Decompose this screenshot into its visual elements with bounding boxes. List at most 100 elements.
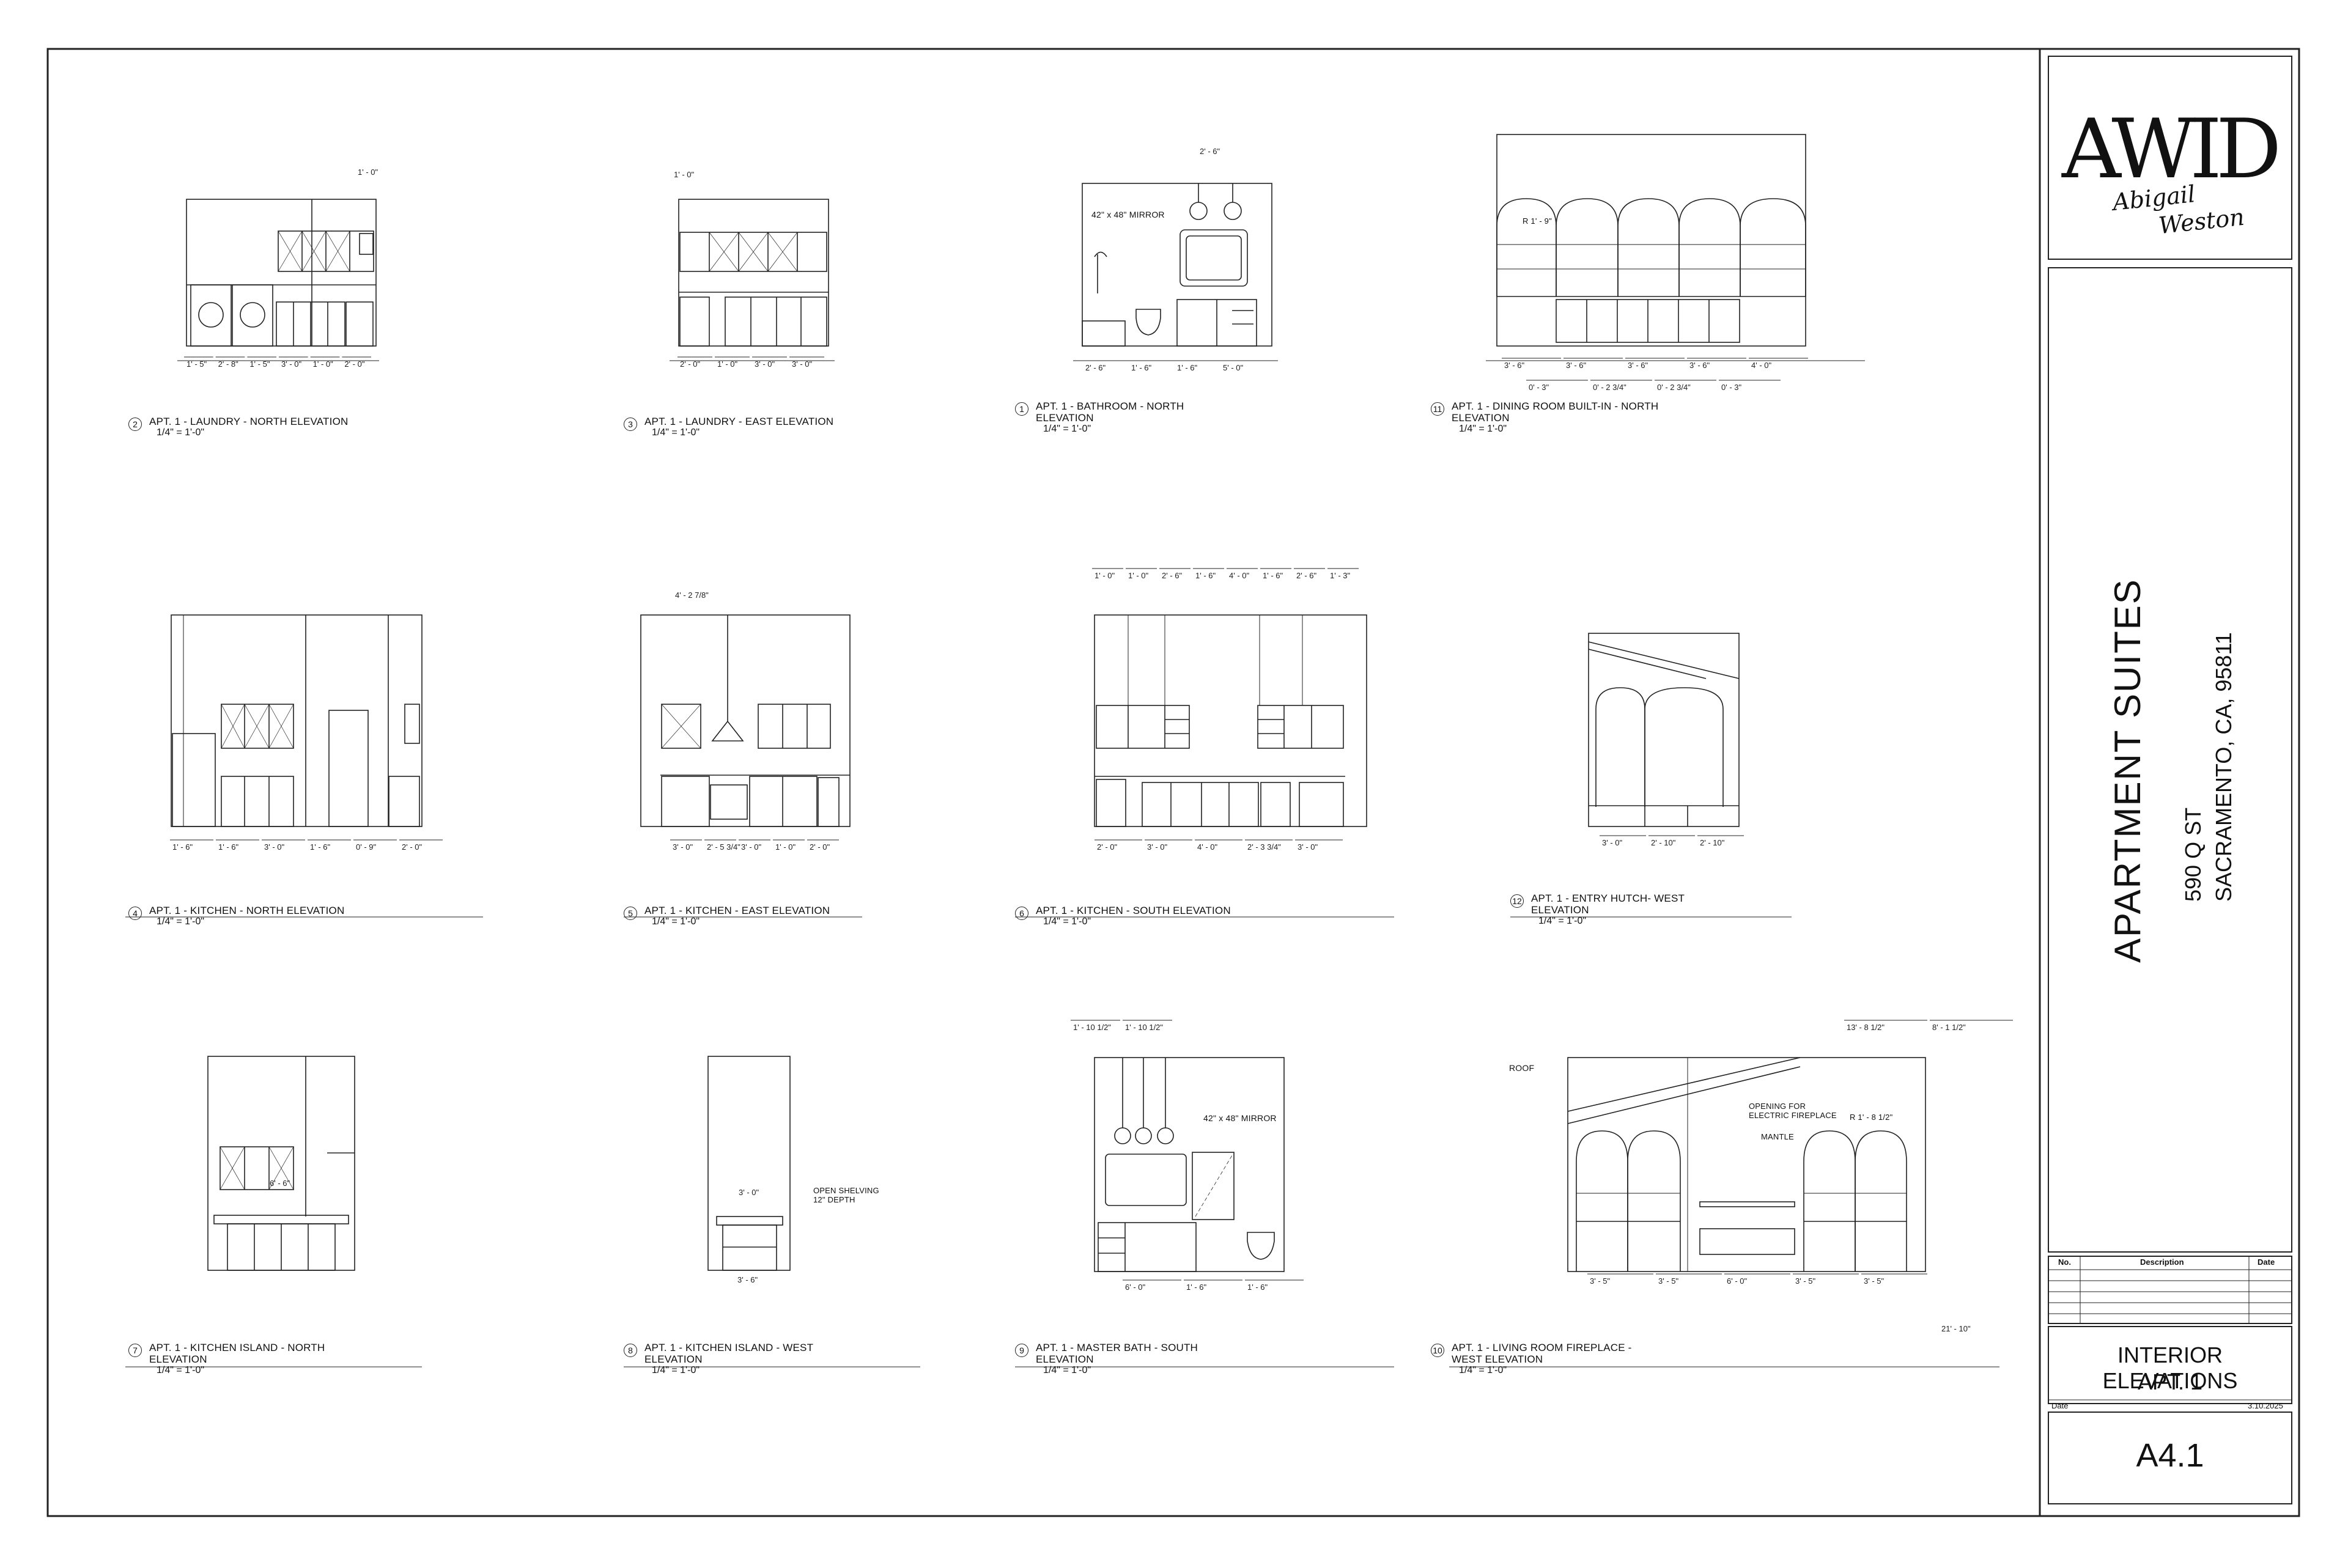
sheet-title: INTERIOR ELEVATIONS (2102, 1342, 2238, 1393)
dim: 3' - 5" (1795, 1276, 1815, 1286)
dim: 3' - 5" (1864, 1276, 1884, 1286)
drawing-number-badge: 3 (624, 418, 637, 431)
drawing-title: APT. 1 - MASTER BATH - SOUTH (1036, 1342, 1198, 1353)
dim: 21' - 10" (1941, 1324, 1971, 1333)
dim: 3' - 6" (1566, 361, 1586, 370)
dim: 5' - 0" (1223, 363, 1243, 372)
drawing-title-line2: WEST ELEVATION (1452, 1353, 1543, 1365)
dim: 3' - 0" (1298, 842, 1318, 852)
dim: 3' - 6" (1628, 361, 1648, 370)
annotation-opening: ELECTRIC FIREPLACE (1749, 1111, 1837, 1120)
drawing-number-badge: 4 (128, 907, 142, 920)
dim: 1' - 5" (186, 359, 207, 369)
dim: 3' - 0" (741, 842, 761, 852)
sheet-border (46, 48, 2300, 1517)
drawing-scale: 1/4" = 1'-0" (652, 1365, 700, 1375)
project-box (2048, 267, 2292, 1253)
dim: 2' - 6" (1085, 363, 1106, 372)
dim: 2' - 0" (810, 842, 830, 852)
elevation-master-bath (1015, 1057, 1394, 1367)
dim: 1' - 3" (1330, 571, 1350, 580)
drawing-number-badge: 11 (1431, 402, 1444, 416)
dim: 3' - 6" (737, 1275, 758, 1284)
drawing-title-line2: ELEVATION (1531, 904, 1589, 916)
dim: 3' - 0" (673, 842, 693, 852)
drawing-number-badge: 1 (1015, 402, 1028, 416)
date-value: 3.10.2025 (2248, 1401, 2283, 1410)
dim: 3' - 5" (1658, 1276, 1678, 1286)
elevation-kitchen-south (1015, 614, 1394, 918)
drawing-number-badge: 6 (1015, 907, 1028, 920)
dim: 1' - 0" (717, 359, 737, 369)
dim: 3' - 0" (264, 842, 284, 852)
elevation-dining-builtin (1486, 134, 1865, 361)
dim: 0' - 3" (1721, 383, 1741, 392)
annotation-mirror: 42" x 48" MIRROR (1203, 1113, 1277, 1123)
dim: 2' - 0" (1097, 842, 1117, 852)
elevation-laundry-east (670, 199, 835, 361)
drawing-number-badge: 9 (1015, 1344, 1028, 1357)
drawing-title: APT. 1 - LIVING ROOM FIREPLACE - (1452, 1342, 1632, 1353)
dim: 3' - 6" (1689, 361, 1710, 370)
dim: 1' - 5" (249, 359, 270, 369)
dim: 2' - 5 3/4" (707, 842, 740, 852)
drawing-scale: 1/4" = 1'-0" (652, 916, 700, 927)
dim: 3' - 0" (739, 1188, 759, 1197)
annotation-opening: OPENING FOR (1749, 1102, 1806, 1111)
revision-table (2048, 1256, 2292, 1324)
drawing-title-line2: ELEVATION (1036, 412, 1094, 424)
dim: 1' - 6" (1195, 571, 1216, 580)
dim: 1' - 6" (1177, 363, 1197, 372)
dim: 3' - 0" (1147, 842, 1167, 852)
dim: 3' - 0" (755, 359, 775, 369)
drawing-scale: 1/4" = 1'-0" (1043, 1365, 1091, 1375)
drawing-title: APT. 1 - DINING ROOM BUILT-IN - NORTH (1452, 400, 1659, 412)
dim: 2' - 10" (1700, 838, 1725, 847)
dim: 1' - 6" (1263, 571, 1283, 580)
project-address: 590 Q ST (2180, 807, 2206, 902)
dim: 8' - 1 1/2" (1932, 1023, 1966, 1032)
drawing-scale: 1/4" = 1'-0" (1459, 424, 1507, 434)
drawing-number-badge: 10 (1431, 1344, 1444, 1357)
dim: 3' - 5" (1590, 1276, 1610, 1286)
drawing-title-line2: ELEVATION (644, 1353, 703, 1365)
elevation-living-fireplace (1449, 1057, 1999, 1367)
dim: 0' - 2 3/4" (1593, 383, 1626, 392)
drawing-scale: 1/4" = 1'-0" (1043, 916, 1091, 927)
dim: 1' - 0" (775, 842, 796, 852)
drawing-number-badge: 7 (128, 1344, 142, 1357)
drawing-scale: 1/4" = 1'-0" (652, 427, 700, 438)
drawing-title: APT. 1 - KITCHEN - NORTH ELEVATION (149, 905, 345, 916)
drawing-number-badge: 12 (1510, 894, 1524, 908)
dimension-labels: 1' - 0" 1' - 0" 2' - 6" 4' - 2 7/8" 6' -… (270, 147, 1971, 1333)
dim: 6' - 0" (1125, 1283, 1145, 1292)
dim: 2' - 0" (402, 842, 422, 852)
annotation-open-shelving: OPEN SHELVING (813, 1186, 879, 1195)
dim: 0' - 3" (1529, 383, 1549, 392)
dim: 4' - 0" (1229, 571, 1249, 580)
drawing-scale: 1/4" = 1'-0" (157, 427, 205, 438)
dim: 3' - 6" (1504, 361, 1524, 370)
dim: 0' - 2 3/4" (1657, 383, 1691, 392)
elevation-kitchen-east (624, 614, 862, 918)
dim: 2' - 6" (1162, 571, 1182, 580)
dim: 2' - 6" (1296, 571, 1316, 580)
dim: 2' - 0" (344, 359, 364, 369)
drawing-title: APT. 1 - LAUNDRY - NORTH ELEVATION (149, 416, 349, 427)
firm-logo: AWID (2062, 101, 2281, 197)
dim: 13' - 8 1/2" (1847, 1023, 1885, 1032)
drawing-title: APT. 1 - ENTRY HUTCH- WEST (1531, 893, 1685, 904)
dim: 3' - 0" (1602, 838, 1622, 847)
elevation-laundry-north (177, 199, 379, 361)
drawing-title-line2: ELEVATION (1452, 412, 1510, 424)
sheet-number: A4.1 (2136, 1437, 2204, 1474)
dim: 1' - 6" (310, 842, 330, 852)
annotation-roof: ROOF (1509, 1063, 1535, 1073)
dim: 1' - 0" (1095, 571, 1115, 580)
annotation-mirror: 42" x 48" MIRROR (1091, 210, 1165, 219)
rev-date-header: Date (2258, 1257, 2275, 1267)
drawing-number-badge: 5 (624, 907, 637, 920)
dim: 1' - 10 1/2" (1073, 1023, 1111, 1032)
